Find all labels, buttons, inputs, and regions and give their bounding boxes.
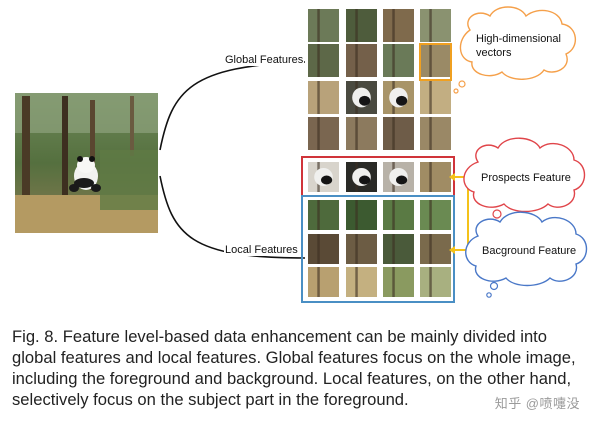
tile-trunk-detail bbox=[355, 9, 358, 42]
tile-trunk-detail bbox=[317, 234, 320, 264]
prospects-tile bbox=[420, 162, 451, 192]
background-tile bbox=[383, 200, 414, 230]
prospects-cloud: Prospects Feature bbox=[463, 137, 586, 227]
tile-trunk-detail bbox=[429, 162, 432, 192]
tile-trunk-detail bbox=[355, 234, 358, 264]
background-feature-text: Bacground Feature bbox=[482, 245, 576, 257]
background-tile bbox=[346, 267, 377, 297]
panda-fragment-dark bbox=[359, 95, 371, 106]
tile-trunk-detail bbox=[429, 9, 432, 42]
global-tile bbox=[308, 44, 339, 77]
tile-trunk-detail bbox=[392, 200, 395, 230]
panda-fragment-dark bbox=[359, 175, 371, 185]
background-tile bbox=[346, 234, 377, 264]
global-branch-curve bbox=[159, 61, 306, 151]
tile-trunk-detail bbox=[392, 117, 395, 150]
high-dimensional-cloud: High-dimensional vectors bbox=[453, 6, 576, 94]
global-tile bbox=[383, 9, 414, 42]
high-dimensional-text-line2: vectors bbox=[476, 47, 512, 59]
background-tile bbox=[420, 200, 451, 230]
tile-trunk-detail bbox=[392, 44, 395, 77]
tile-trunk-detail bbox=[429, 200, 432, 230]
figure-diagram: Global Features Local Features High-dime… bbox=[15, 6, 588, 303]
background-tile bbox=[308, 267, 339, 297]
tile-trunk-detail bbox=[317, 9, 320, 42]
background-tile bbox=[420, 234, 451, 264]
tile-trunk-detail bbox=[355, 44, 358, 77]
global-tile bbox=[383, 117, 414, 150]
panda-fragment-dark bbox=[396, 95, 408, 106]
local-features-label: Local Features bbox=[225, 244, 298, 256]
high-dimensional-text-line1: High-dimensional bbox=[476, 33, 561, 45]
watermark-text: 知乎 @喷嚏没 bbox=[494, 396, 580, 411]
tile-trunk-detail bbox=[429, 44, 432, 77]
global-tile bbox=[308, 9, 339, 42]
global-tile bbox=[346, 9, 377, 42]
global-tile bbox=[420, 81, 451, 114]
global-tile bbox=[346, 117, 377, 150]
global-tile bbox=[420, 117, 451, 150]
local-branch-curve bbox=[159, 175, 306, 259]
tile-trunk-detail bbox=[392, 9, 395, 42]
prospects-feature-row bbox=[308, 162, 451, 192]
tile-trunk-detail bbox=[429, 117, 432, 150]
global-tile bbox=[420, 44, 451, 77]
panda-fragment-dark bbox=[396, 175, 408, 185]
background-tile bbox=[420, 267, 451, 297]
global-feature-grid bbox=[308, 9, 451, 150]
tile-trunk-detail bbox=[392, 267, 395, 297]
main-panda-photo bbox=[15, 93, 158, 233]
global-tile bbox=[383, 44, 414, 77]
tile-trunk-detail bbox=[355, 117, 358, 150]
background-tile bbox=[346, 200, 377, 230]
panda-fragment-dark bbox=[321, 175, 333, 185]
global-tile bbox=[346, 44, 377, 77]
tile-trunk-detail bbox=[317, 44, 320, 77]
background-tile bbox=[383, 234, 414, 264]
global-tile bbox=[308, 117, 339, 150]
prospects-feature-text: Prospects Feature bbox=[481, 172, 571, 184]
tile-trunk-detail bbox=[429, 234, 432, 264]
tile-trunk-detail bbox=[429, 81, 432, 114]
tile-trunk-detail bbox=[355, 200, 358, 230]
tile-trunk-detail bbox=[317, 81, 320, 114]
background-tile bbox=[383, 267, 414, 297]
tile-trunk-detail bbox=[317, 267, 320, 297]
highlighted-global-tile bbox=[419, 43, 452, 81]
global-features-label: Global Features bbox=[225, 54, 304, 66]
tile-trunk-detail bbox=[429, 267, 432, 297]
background-tile bbox=[308, 200, 339, 230]
tile-trunk-detail bbox=[317, 200, 320, 230]
global-tile bbox=[308, 81, 339, 114]
global-tile bbox=[420, 9, 451, 42]
tile-trunk-detail bbox=[317, 117, 320, 150]
background-feature-grid bbox=[308, 200, 451, 297]
figure-caption: Fig. 8. Feature level-based data enhance… bbox=[12, 327, 576, 409]
background-tile bbox=[308, 234, 339, 264]
tile-trunk-detail bbox=[355, 267, 358, 297]
background-cloud: Bacground Feature bbox=[465, 211, 588, 298]
tile-trunk-detail bbox=[392, 234, 395, 264]
